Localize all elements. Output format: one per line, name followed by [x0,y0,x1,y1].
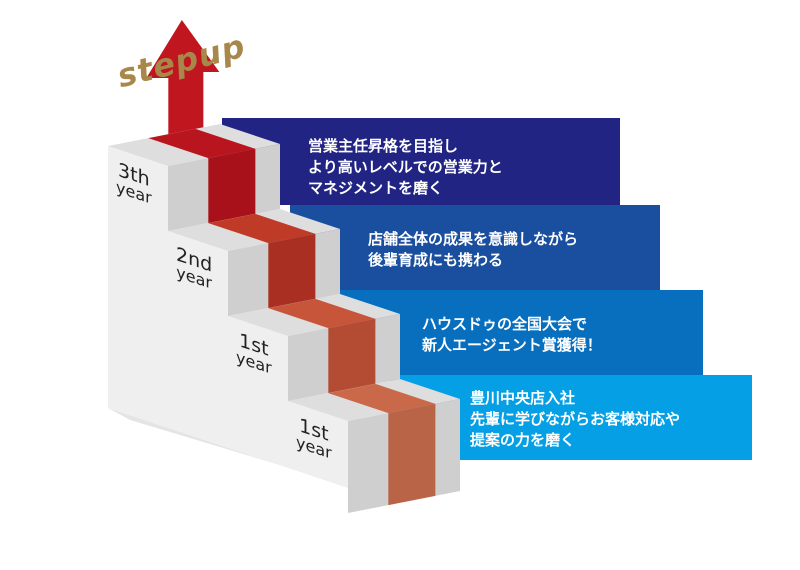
banner-4 [390,375,752,460]
description-line: 提案の力を磨く [470,431,576,449]
carpet-top-2 [208,213,316,244]
banner-3 [340,290,703,375]
carpet-riser-3 [328,318,376,394]
carpet-top-3 [268,298,376,329]
step-description-4: 豊川中央店入社先輩に学びながらお客様対応や提案の力を磨く [470,388,680,451]
description-line: 営業主任昇格を目指し [308,137,459,155]
description-line: 先輩に学びながらお客様対応や [470,410,681,428]
stair-left-wall [108,146,348,488]
description-line: 店舗全体の成果を意識しながら [368,230,579,248]
banner-1 [222,118,620,205]
banner-2 [290,205,660,290]
carpet-top-1 [148,128,256,159]
carpet-top-4 [328,383,436,414]
step-description-3: ハウスドゥの全国大会で新人エージェント賞獲得！ [422,314,602,356]
step-up-arrow-icon [146,20,220,145]
carpet-riser-1 [208,148,256,224]
description-line: 豊川中央店入社 [470,389,576,407]
description-line: 新人エージェント賞獲得！ [422,336,602,354]
description-line: 後輩育成にも携わる [368,251,504,269]
step-description-1: 営業主任昇格を目指しより高いレベルでの営業力とマネジメントを磨く [308,136,503,199]
description-line: より高いレベルでの営業力と [308,158,503,176]
description-line: ハウスドゥの全国大会で [422,315,588,333]
carpet-riser-4 [388,403,436,506]
description-line: マネジメントを磨く [308,179,444,197]
step-description-2: 店舗全体の成果を意識しながら後輩育成にも携わる [368,229,578,271]
carpet-riser-2 [268,233,316,309]
